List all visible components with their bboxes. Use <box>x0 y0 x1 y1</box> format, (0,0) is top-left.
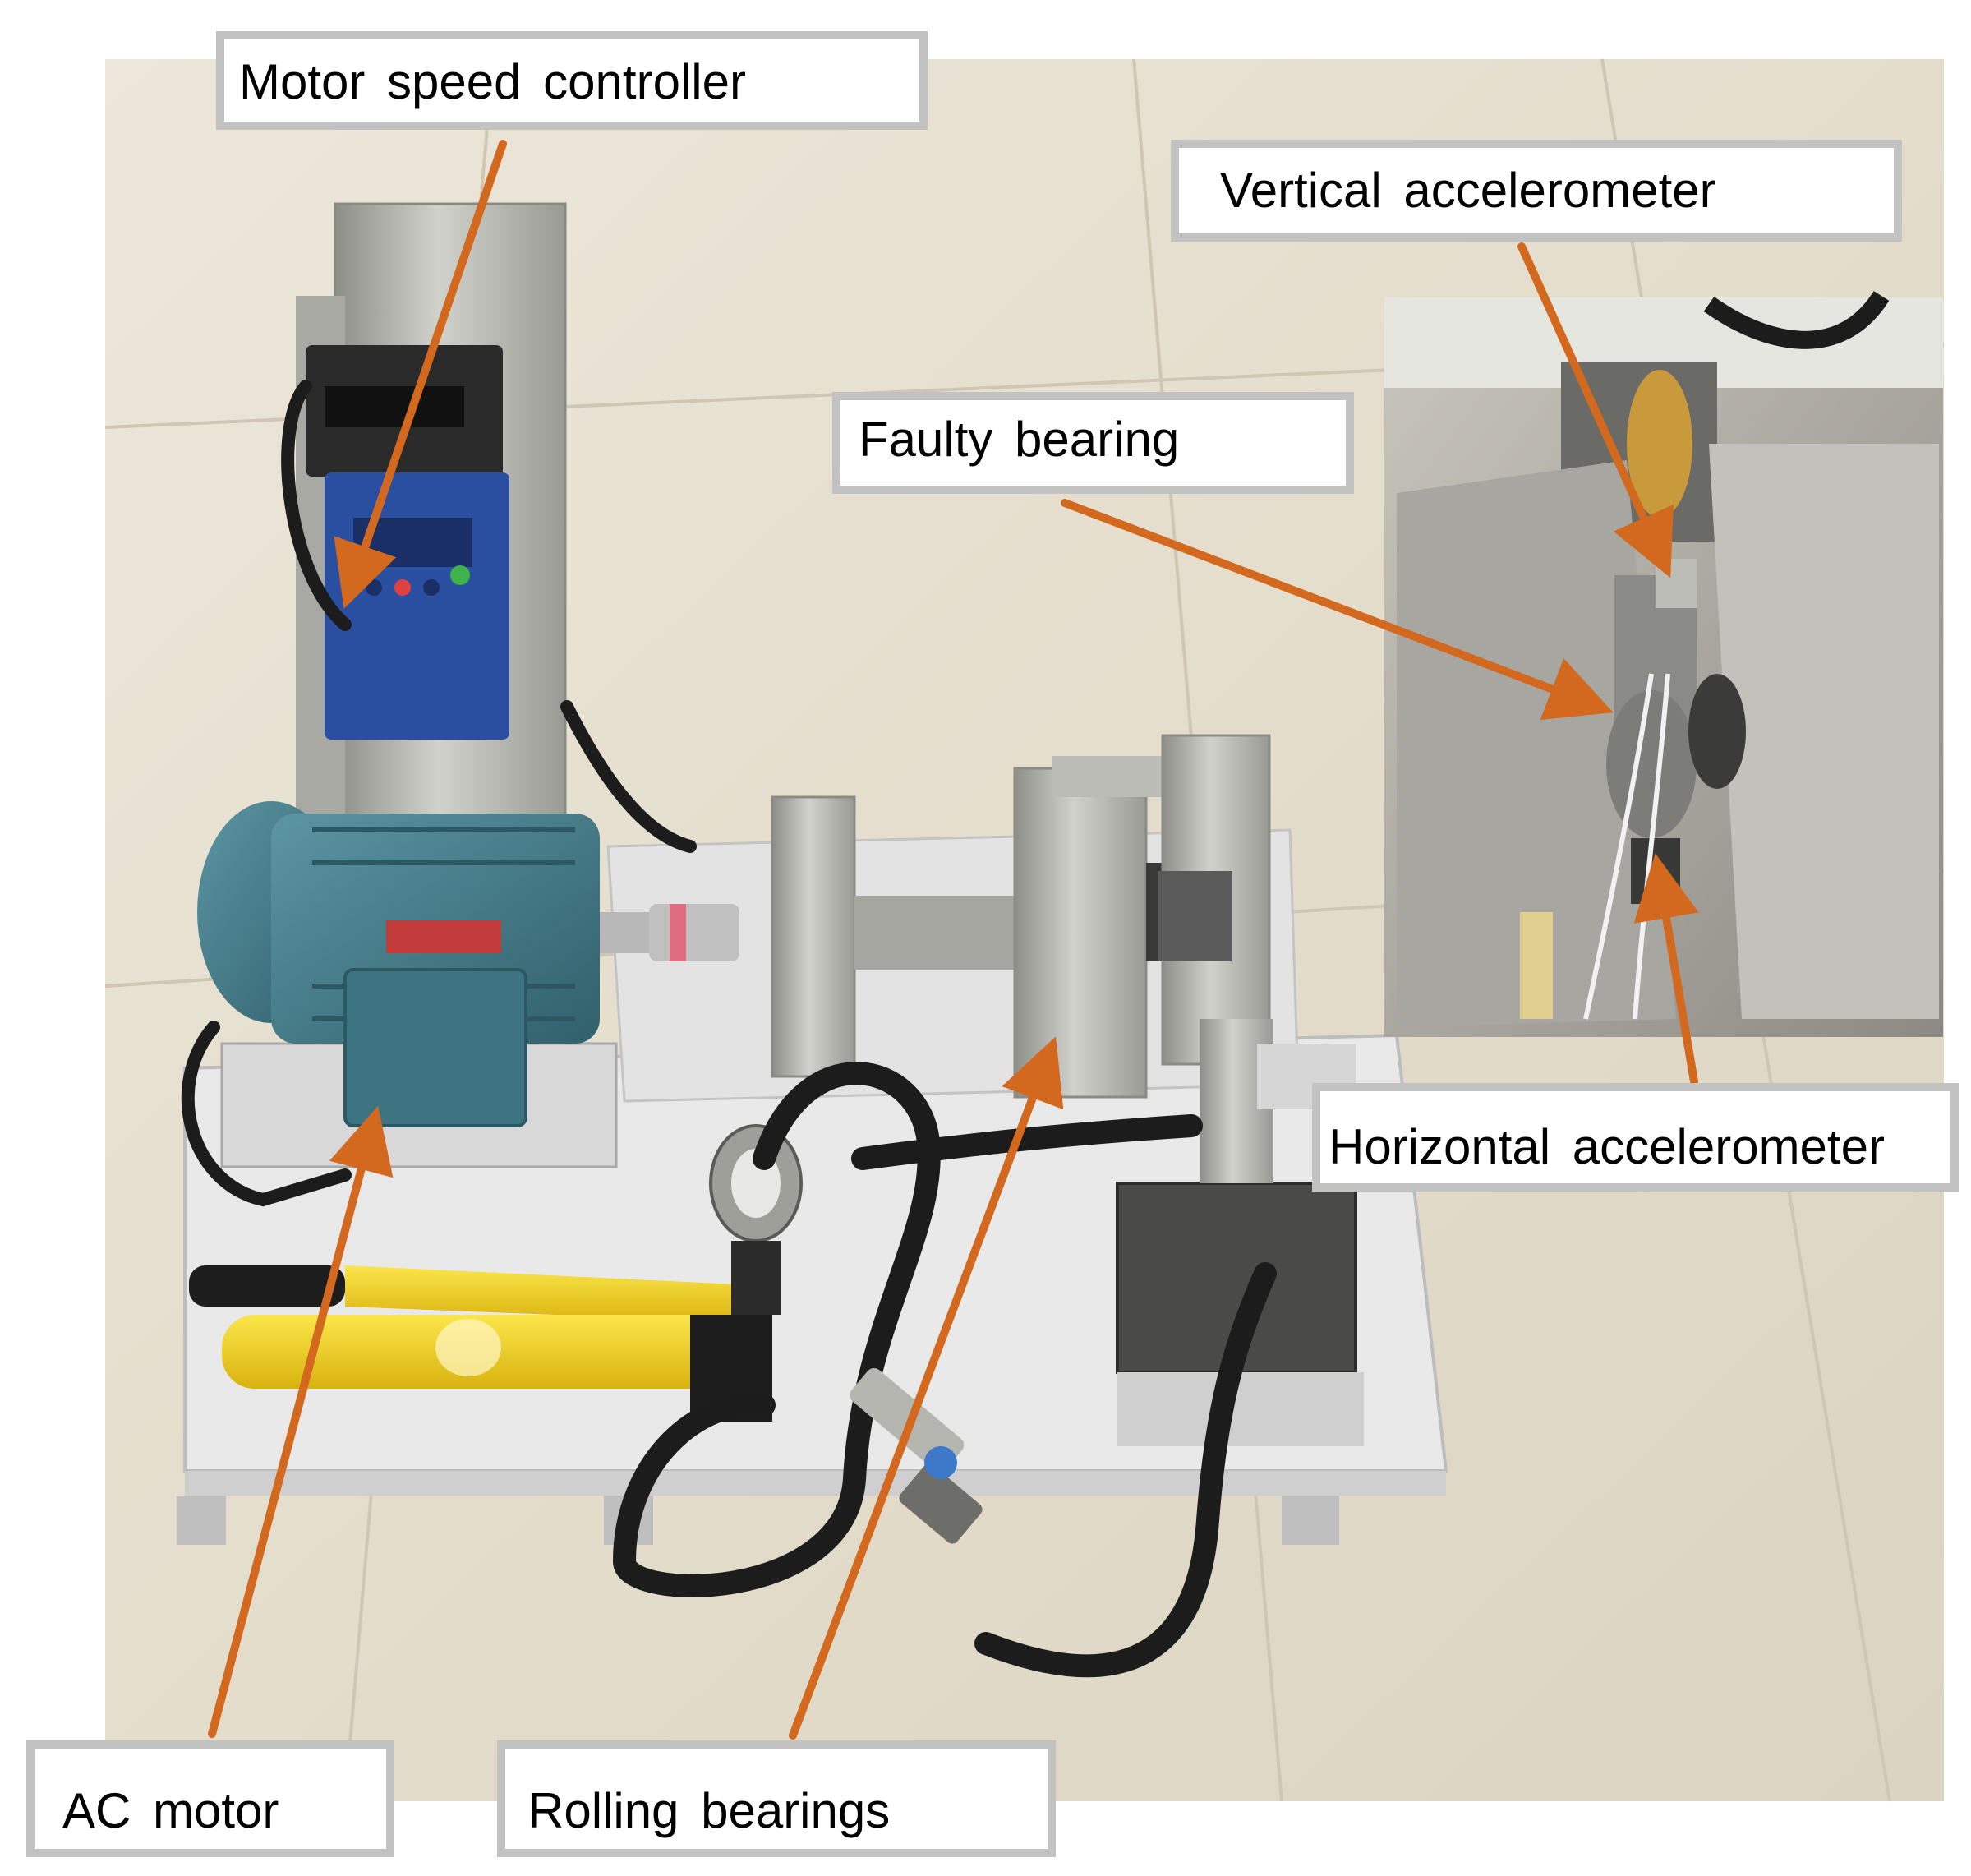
arrow-motor-speed-controller <box>334 140 507 609</box>
label-ac-motor: AC motor <box>26 1740 394 1857</box>
arrow-horizontal-accelerometer <box>1633 853 1699 1085</box>
motor-speed-controller-unit <box>306 345 509 740</box>
arrow-rolling-bearings <box>789 1036 1064 1740</box>
hydraulic-hose <box>612 1062 1277 1678</box>
label-rolling-bearings: Rolling bearings <box>497 1740 1056 1857</box>
arrow-vertical-accelerometer <box>1517 242 1674 578</box>
hydraulic-loading-block <box>1116 1019 1364 1446</box>
arrow-faulty-bearing <box>1061 499 1614 720</box>
hose-valve <box>850 1367 983 1544</box>
label-horizontal-accelerometer: Horizontal accelerometer <box>1312 1083 1959 1192</box>
arrow-ac-motor <box>208 1105 394 1738</box>
label-faulty-bearing: Faulty bearing <box>832 392 1354 494</box>
label-vertical-accelerometer: Vertical accelerometer <box>1171 140 1902 242</box>
power-cable <box>181 380 697 1207</box>
hydraulic-hand-pump <box>189 1265 772 1422</box>
label-motor-speed-controller: Motor speed controller <box>216 31 928 130</box>
callout-arrows <box>208 140 1699 1740</box>
ac-motor-unit <box>197 801 739 1168</box>
